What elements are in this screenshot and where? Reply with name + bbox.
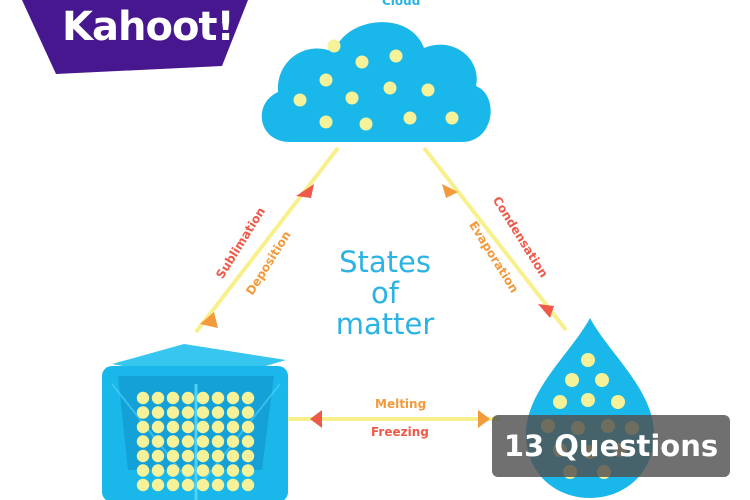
ice-particle [181, 435, 195, 448]
melting-label: Melting [375, 397, 427, 411]
cloud-particle [359, 117, 373, 131]
cloud-particle [389, 49, 403, 63]
cloud-label: Cloud [382, 0, 421, 8]
cloud-particle [293, 93, 307, 107]
ice-particle [211, 391, 225, 405]
ice-particle [166, 449, 180, 463]
ice-particle [226, 435, 240, 448]
arrow-sublimation-icon [296, 184, 314, 198]
ice-particle [196, 435, 210, 448]
ice-particle [241, 464, 255, 477]
water-particle [553, 395, 567, 409]
arrow-melting-icon [478, 410, 490, 428]
cloud-particle [319, 115, 333, 129]
freezing-label: Freezing [371, 425, 429, 439]
arrow-condensation-icon [538, 304, 554, 318]
ice-particle [241, 435, 255, 448]
ice-particle [226, 449, 240, 463]
line-cloud-drop [422, 146, 568, 332]
ice-particle [181, 420, 195, 434]
ice-cube-icon [102, 344, 288, 500]
ice-particle [211, 478, 225, 492]
ice-particle [226, 420, 240, 434]
ice-particle [166, 391, 180, 405]
cloud-particle [403, 111, 417, 125]
cloud-icon [261, 22, 491, 142]
ice-particle [151, 406, 165, 419]
ice-particle [166, 464, 180, 477]
ice-particle [181, 449, 195, 463]
ice-particle [196, 420, 210, 434]
arrow-deposition-icon [200, 312, 218, 328]
cloud-particle [355, 55, 369, 69]
questions-count-badge[interactable]: 13 Questions [492, 415, 730, 477]
ice-particle [181, 391, 195, 405]
water-particle [595, 373, 609, 387]
ice-particle [241, 478, 255, 492]
title-line-2: of [371, 276, 399, 310]
water-particle [611, 395, 625, 409]
ice-particle [241, 449, 255, 463]
arrow-freezing-icon [310, 410, 322, 428]
ice-particle [226, 391, 240, 405]
ice-particle [241, 406, 255, 419]
ice-particle [226, 464, 240, 477]
ice-particle [136, 420, 150, 434]
ice-particle [196, 391, 210, 405]
ice-particle [166, 406, 180, 419]
transition-lines [194, 146, 568, 421]
ice-particle [166, 478, 180, 492]
ice-particle [241, 420, 255, 434]
ice-particle [181, 464, 195, 477]
arrow-heads [200, 184, 554, 428]
ice-particle [196, 406, 210, 419]
cloud-particle [445, 111, 459, 125]
ice-particle [196, 464, 210, 477]
logo-text: Kahoot! [62, 4, 235, 50]
logo-badge [22, 0, 248, 74]
ice-particle [211, 464, 225, 477]
ice-particle [151, 464, 165, 477]
cloud-particle [319, 73, 333, 87]
ice-particle [211, 420, 225, 434]
ice-particle [151, 449, 165, 463]
cloud-particle [345, 91, 359, 105]
ice-particle [166, 420, 180, 434]
ice-particle [136, 391, 150, 405]
ice-particle [211, 406, 225, 419]
ice-particle [196, 449, 210, 463]
ice-particle [151, 420, 165, 434]
ice-particle [151, 478, 165, 492]
ice-particle [211, 435, 225, 448]
ice-particle [226, 478, 240, 492]
ice-particle [226, 406, 240, 419]
line-cloud-ice [194, 146, 340, 334]
cloud-particle [421, 83, 435, 97]
ice-particle [136, 478, 150, 492]
cloud-particle [327, 39, 341, 53]
ice-particle [136, 406, 150, 419]
ice-particle [211, 449, 225, 463]
water-particle [565, 373, 579, 387]
ice-particle [151, 391, 165, 405]
title-line-1: States [339, 245, 431, 279]
arrow-evaporation-icon [442, 184, 458, 198]
ice-particle [136, 464, 150, 477]
ice-particle [196, 478, 210, 492]
diagram-title: States of matter [310, 247, 460, 340]
kahoot-logo: Kahoot! [22, 0, 250, 78]
cloud-particle [383, 81, 397, 95]
ice-particle [136, 435, 150, 448]
ice-particle [241, 391, 255, 405]
water-particle [581, 353, 595, 367]
ice-particle [181, 478, 195, 492]
title-line-3: matter [335, 307, 435, 341]
water-particle [581, 393, 595, 407]
ice-particle [136, 449, 150, 463]
ice-particle [151, 435, 165, 448]
ice-particle [166, 435, 180, 448]
ice-particle [181, 406, 195, 419]
